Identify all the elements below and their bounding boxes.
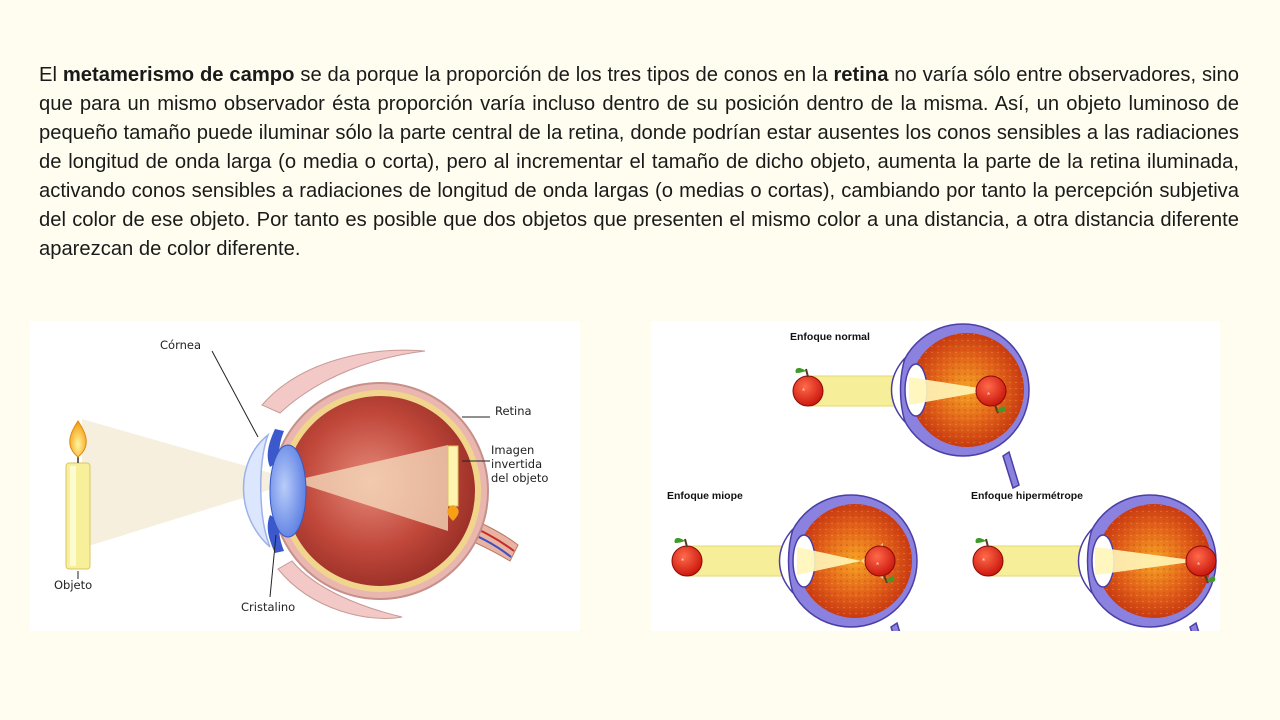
body-paragraph: El metamerismo de campo se da porque la … — [39, 61, 1239, 264]
label-image-line3: del objeto — [491, 471, 548, 485]
term-retina: retina — [833, 64, 889, 86]
lens-cristalino — [269, 444, 307, 538]
cornea — [242, 432, 271, 548]
candle-object — [65, 420, 91, 570]
inverted-image — [447, 445, 459, 521]
myopia-focus-diagram: Enfoque miope — [667, 490, 918, 631]
normal-focus-diagram: Enfoque normal — [790, 323, 1030, 489]
label-myopia-focus: Enfoque miope — [667, 490, 743, 502]
label-image-line1: Imagen — [491, 443, 534, 457]
term-metamerismo-de-campo: metamerismo de campo — [62, 64, 295, 86]
light-beam — [686, 545, 788, 577]
iris-lower — [267, 515, 284, 553]
text-run: no varía sólo entre observadores, sino q… — [39, 64, 1240, 260]
label-cornea: Córnea — [160, 338, 201, 352]
label-retina: Retina — [495, 404, 532, 418]
eye-anatomy-figure: Córnea Retina Imagen invertida del objet… — [30, 321, 580, 631]
iris-upper — [267, 429, 284, 467]
label-object: Objeto — [54, 578, 92, 592]
text-run: El — [39, 64, 63, 86]
hyperopia-focus-diagram: Enfoque hipermétrope — [971, 490, 1217, 631]
label-normal-focus: Enfoque normal — [790, 331, 870, 343]
lower-eyelid — [277, 560, 403, 619]
apple-object — [671, 536, 703, 577]
apple-object — [792, 366, 824, 407]
label-image-line2: invertida — [491, 457, 542, 471]
apple-object — [972, 536, 1004, 577]
focus-types-illustration: * * Enfoque normal — [667, 323, 1217, 631]
light-cone — [82, 419, 298, 548]
text-run: se da porque la proporción de los tres t… — [294, 64, 834, 86]
light-beam — [988, 545, 1090, 577]
label-lens: Cristalino — [241, 600, 295, 614]
focus-types-figure: * * Enfoque normal — [651, 321, 1220, 631]
upper-eyelid — [261, 349, 426, 414]
label-hyperopia-focus: Enfoque hipermétrope — [971, 490, 1083, 502]
eye-anatomy-illustration: Córnea Retina Imagen invertida del objet… — [54, 338, 548, 619]
